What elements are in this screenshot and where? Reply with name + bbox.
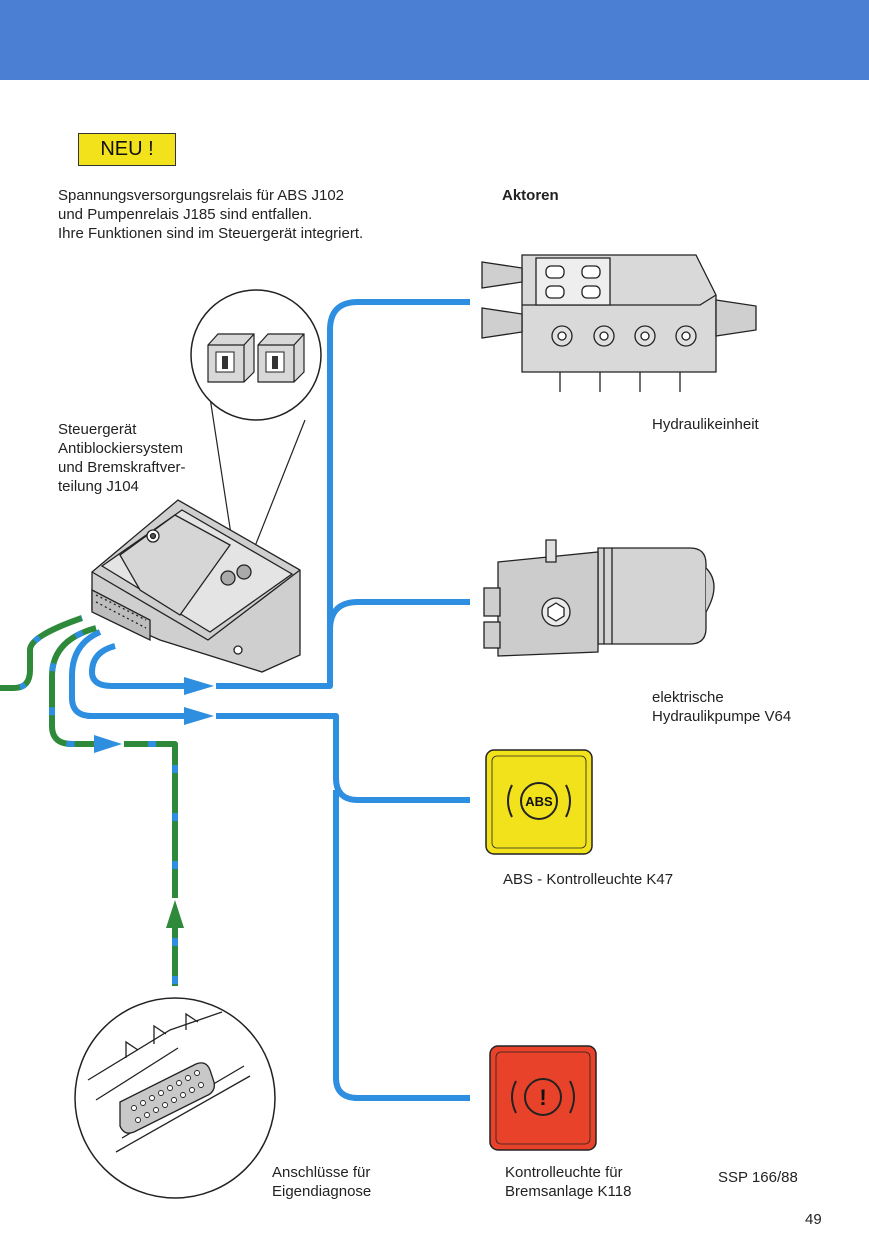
page-number: 49 <box>805 1211 822 1228</box>
control-unit-line: Antiblockiersystem <box>58 440 184 457</box>
control-unit-label: Steuergerät Antiblockiersystem und Brems… <box>58 420 186 496</box>
ssp-reference: SSP 166/88 <box>718 1169 798 1186</box>
abs-lamp: ABS <box>485 749 593 855</box>
relay-icon <box>257 333 305 383</box>
brake-lamp-label: Kontrolleuchte für Bremsanlage K118 <box>505 1163 631 1201</box>
diagnosis-line: Anschlüsse für <box>272 1164 371 1181</box>
actuators-heading: Aktoren <box>502 187 559 204</box>
arrow-right-icon <box>184 677 214 695</box>
relay-magnifier <box>190 289 322 570</box>
header-band <box>0 0 869 80</box>
arrow-up-icon <box>166 900 184 928</box>
intro-text: Spannungsversorgungsrelais für ABS J102 … <box>58 186 363 243</box>
wire-brake-lamp <box>333 790 470 1101</box>
wire-hydraulic-unit <box>216 299 470 689</box>
control-unit-line: teilung J104 <box>58 478 139 495</box>
neu-badge: NEU ! <box>78 133 176 166</box>
signal-wires <box>69 299 470 1101</box>
pump-line: Hydraulikpumpe V64 <box>652 708 792 725</box>
wire-pump <box>327 599 470 631</box>
hydraulic-pump <box>483 539 715 657</box>
brake-lamp-line: Bremsanlage K118 <box>505 1183 632 1200</box>
abs-lamp-symbol-icon <box>507 782 571 820</box>
diagnosis-wires <box>0 615 178 986</box>
intro-line: Spannungsversorgungsrelais für ABS J102 <box>58 187 345 204</box>
control-unit-line: Steuergerät <box>58 421 137 438</box>
control-unit-line: und Bremskraftver- <box>58 459 186 476</box>
arrow-right-icon <box>94 735 122 753</box>
wire-unit-out-2 <box>69 629 186 719</box>
brake-lamp-line: Kontrolleuchte für <box>505 1164 623 1181</box>
brake-lamp: ! <box>489 1045 597 1151</box>
intro-line: und Pumpenrelais J185 sind entfallen. <box>58 206 313 223</box>
arrow-right-icon <box>184 707 214 725</box>
diagnosis-line: Eigendiagnose <box>272 1183 372 1200</box>
pump-line: elektrische <box>652 689 724 706</box>
abs-control-unit <box>91 499 301 673</box>
relay-icon <box>207 333 255 383</box>
intro-line: Ihre Funktionen sind im Steuergerät inte… <box>58 225 364 242</box>
wire-unit-out-1 <box>89 643 186 689</box>
brake-lamp-symbol-text: ! <box>539 1085 546 1110</box>
hydraulic-unit-label: Hydraulikeinheit <box>652 416 759 433</box>
wire-abs-lamp <box>216 713 470 803</box>
brake-lamp-symbol-icon <box>511 1078 575 1116</box>
diagnosis-label: Anschlüsse für Eigendiagnose <box>272 1163 371 1201</box>
diagnosis-connector <box>74 997 276 1199</box>
hydraulic-unit <box>481 254 757 392</box>
abs-lamp-label: ABS - Kontrolleuchte K47 <box>503 871 674 888</box>
pump-label: elektrische Hydraulikpumpe V64 <box>652 688 791 726</box>
abs-lamp-symbol-text: ABS <box>525 794 553 809</box>
